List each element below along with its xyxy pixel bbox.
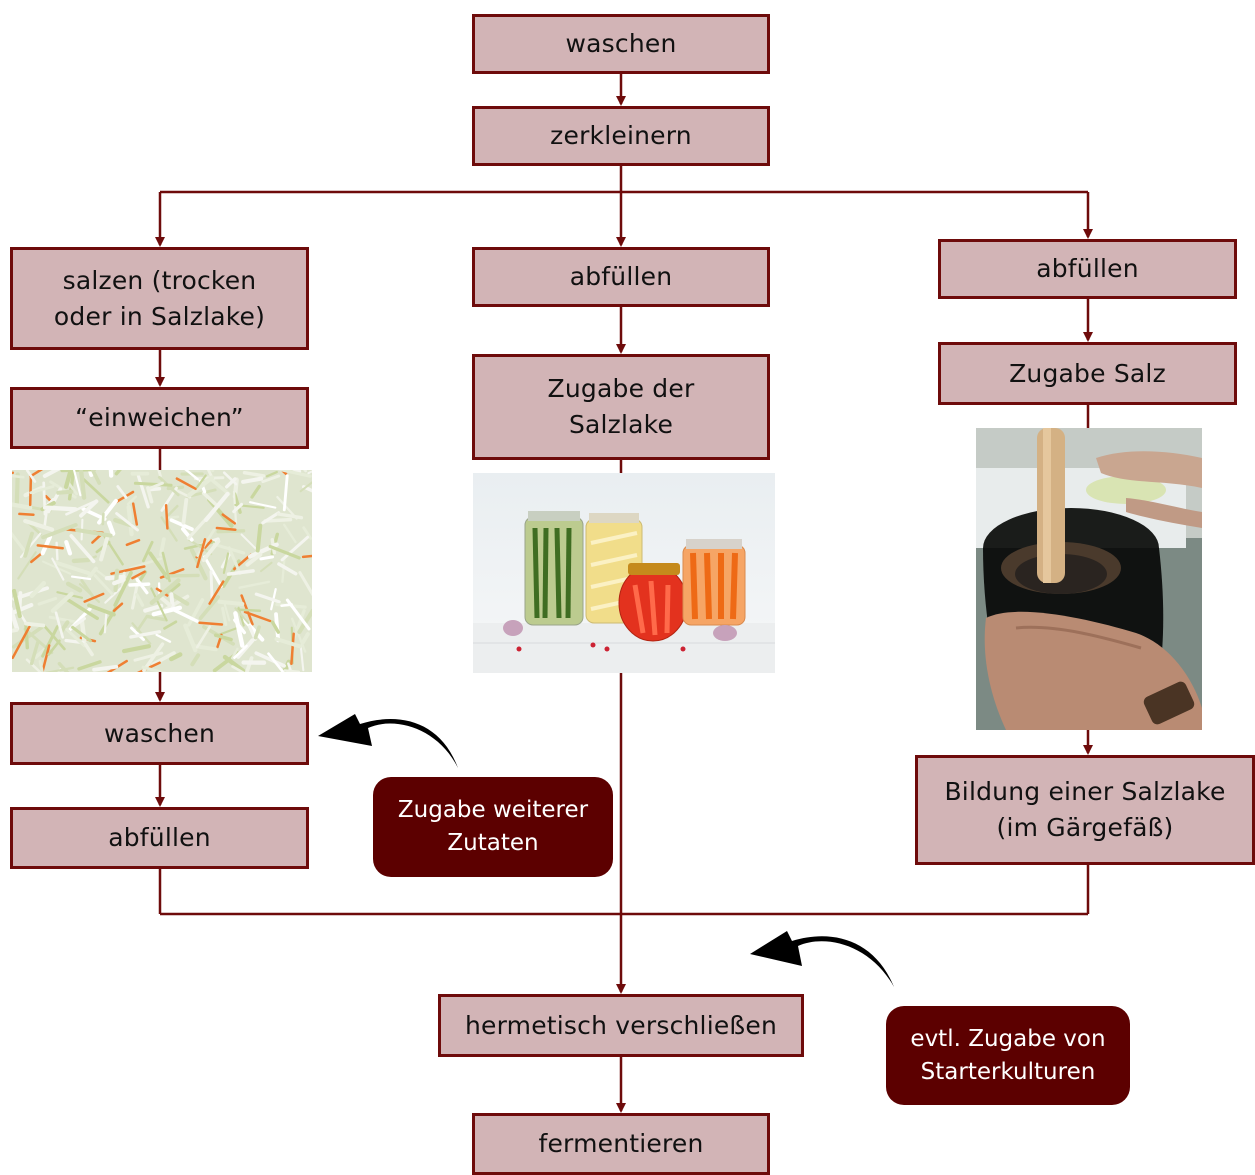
cabbage-strand [81,472,84,498]
cabbage-strand [135,483,171,485]
cabbage-strand [19,514,33,515]
note-starter-cultures: evtl. Zugabe von Starterkulturen [886,1006,1130,1105]
cabbage-strand [30,476,31,505]
cabbage-strand [130,584,149,585]
step-left-wash: waschen [10,702,309,765]
cabbage-strand [26,624,43,626]
cabbage-strand [200,623,222,625]
step-seal: hermetisch verschließen [438,994,804,1057]
cabbage-strand [105,613,107,633]
cabbage-strand [285,671,299,672]
cabbage-strand [211,572,212,598]
cabbage-strand [218,531,244,532]
step-right-salt: Zugabe Salz [938,342,1237,405]
cabbage-strand [12,630,17,632]
cabbage-strand [168,517,178,518]
shredded-cabbage-photo [12,470,312,672]
cabbage-strand [17,475,18,505]
step-ferment: fermentieren [472,1113,770,1175]
curved-arrow-starter [750,931,894,987]
step-chop: zerkleinern [472,106,770,166]
cabbage-strand [111,470,112,476]
cabbage-strand [168,575,198,576]
step-left-salt: salzen (trocken oder in Salzlake) [10,247,309,350]
pickle-jars-photo [473,473,775,673]
step-left-soak: “einweichen” [10,387,309,449]
step-left-fill: abfüllen [10,807,309,869]
cabbage-strand [220,602,243,604]
step-mid-fill: abfüllen [472,247,770,307]
cabbage-strand [261,557,273,559]
cabbage-strand [217,528,235,530]
step-right-brine: Bildung einer Salzlake (im Gärgefäß) [915,755,1255,865]
cabbage-strand [166,505,167,528]
cabbage-strand [62,470,94,471]
curved-arrow-ingredients [318,714,458,768]
cabbage-strand [103,514,104,524]
cabbage-strand [258,526,261,551]
cabbage-strand [45,508,75,510]
step-mid-brine: Zugabe der Salzlake [472,354,770,460]
step-wash-top: waschen [472,14,770,74]
cabbage-strand [26,625,27,648]
note-add-ingredients: Zugabe weiterer Zutaten [373,777,613,877]
cabbage-strand [58,492,71,493]
cabbage-strand [237,610,260,611]
step-right-fill: abfüllen [938,239,1237,299]
cabbage-strand [129,507,132,534]
fermentation-crock-photo [976,428,1202,730]
cabbage-strand [57,543,58,560]
